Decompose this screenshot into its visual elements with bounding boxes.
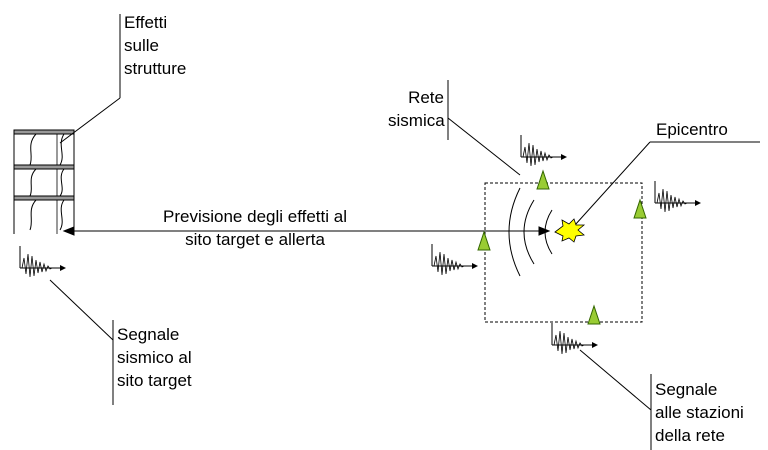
forecast-label-line: Previsione degli effetti al — [163, 207, 347, 226]
building-icon — [13, 129, 75, 234]
site-signal-label-line: Segnale — [117, 325, 180, 344]
seismogram-site-icon — [19, 245, 67, 278]
network-label-line: sismica — [388, 111, 445, 130]
forecast-label: Previsione degli effetti al sito target … — [130, 205, 380, 251]
station-bottom-icon — [587, 304, 601, 325]
network-label-line: Rete — [408, 88, 444, 107]
effects-label-line: sulle — [124, 36, 159, 55]
seismogram-right-icon — [654, 180, 702, 213]
network-area — [484, 182, 643, 323]
effects-label: Effetti sulle strutture — [124, 11, 186, 80]
callout-lines — [49, 14, 760, 450]
station-top-icon — [536, 169, 550, 190]
site-signal-label-line: sito target — [117, 371, 192, 390]
epicenter-star-icon — [554, 218, 586, 243]
station-signal-label-line: della rete — [655, 426, 725, 445]
seismogram-bottom-icon — [551, 322, 599, 355]
station-left-icon — [477, 230, 491, 251]
seismogram-left-icon — [431, 243, 479, 276]
site-signal-label-line: sismico al — [117, 348, 192, 367]
station-signal-label: Segnale alle stazioni della rete — [655, 378, 744, 447]
seismogram-top-icon — [520, 134, 568, 167]
effects-label-line: Effetti — [124, 13, 168, 32]
epicenter-label: Epicentro — [656, 120, 728, 139]
network-label: Rete sismica — [388, 86, 445, 132]
station-signal-label-line: Segnale — [655, 380, 718, 399]
effects-label-line: strutture — [124, 59, 187, 78]
site-signal-label: Segnale sismico al sito target — [117, 323, 192, 392]
forecast-arrow — [62, 226, 551, 236]
seismic-waves-icon — [508, 187, 553, 277]
forecast-label-line: sito target e allerta — [185, 230, 325, 249]
station-signal-label-line: alle stazioni — [655, 403, 744, 422]
station-right-icon — [633, 198, 647, 219]
